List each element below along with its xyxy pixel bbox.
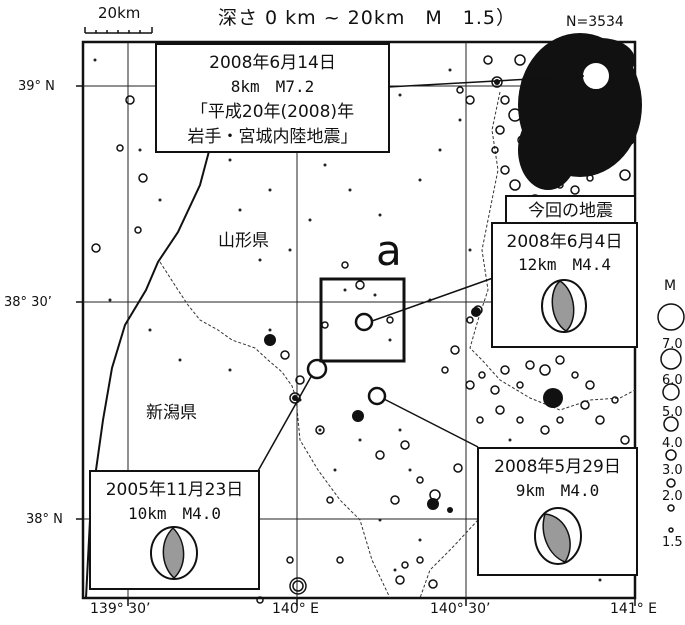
prefecture-border-yamagata-niigata [159,261,297,399]
region-a-label: a [376,226,402,275]
prefecture-yamagata: 山形県 [218,231,269,251]
callout-nov23-detail: 10km M4.0 [127,504,222,523]
magnitude-label-1-5: 1.5 [662,535,683,550]
magnitude-label-5: 5.0 [662,405,683,420]
prefecture-border-yamagata-miyagi [469,91,636,411]
callout-june4-detail: 12km M4.4 [517,255,612,274]
aftershock-cluster [518,33,642,190]
prefecture-niigata: 新潟県 [146,403,197,423]
lat-label-39n: 39° N [18,79,55,94]
focal-mechanism-june4-icon [541,279,587,333]
focal-mechanism-nov23-icon [150,526,198,580]
callout-nov23: 2005年11月23日 10km M4.0 [89,470,260,590]
callout-iwate-miyagi-date: 2008年6月14日 [209,53,336,73]
magnitude-legend-title: M [664,278,677,294]
lat-label-38-30: 38° 30’ [4,295,52,310]
callout-may29-detail: 9km M4.0 [515,481,600,500]
callout-iwate-miyagi-name2: 岩手・宮城内陸地震」 [187,127,358,147]
event-count: N=3534 [566,14,624,30]
lat-label-38n: 38° N [26,512,63,527]
epicenter-nov23 [306,358,328,380]
scale-bar [84,27,153,34]
axis-ticks [76,85,636,606]
callout-june4-date: 2008年6月4日 [506,232,623,252]
lon-label-141e: 141° E [610,601,658,617]
callout-june4: 2008年6月4日 12km M4.4 [491,222,638,348]
lon-label-140e: 140° E [272,601,320,617]
focal-mechanism-may29-icon [534,507,582,565]
magnitude-label-2: 2.0 [662,489,683,504]
lon-label-140-30: 140° 30’ [430,601,491,617]
magnitude-label-3: 3.0 [662,463,683,478]
lon-label-139-30: 139° 30’ [90,601,151,617]
callout-iwate-miyagi-name: 「平成20年(2008)年 [190,102,355,122]
prefecture-border-south [295,397,391,599]
prefecture-border-southeast [419,519,479,599]
magnitude-label-4: 4.0 [662,436,683,451]
magnitude-label-6: 6.0 [662,373,683,388]
callout-nov23-date: 2005年11月23日 [105,480,244,500]
scale-label: 20km [98,4,141,22]
epicenter-june4 [354,312,374,332]
epicenter-may29 [367,386,387,406]
map-title: 深さ 0 km ~ 20km M 1.5） [218,7,516,29]
region-a-box [319,277,406,363]
callout-may29-date: 2008年5月29日 [494,457,621,477]
magnitude-label-7: 7.0 [662,337,683,352]
callout-iwate-miyagi-detail: 8km M7.2 [230,77,315,96]
leader-lines [257,75,585,472]
this-quake-tag: 今回の地震 [505,195,636,227]
callout-iwate-miyagi: 2008年6月14日 8km M7.2 「平成20年(2008)年 岩手・宮城内… [155,43,390,153]
callout-may29: 2008年5月29日 9km M4.0 [477,447,638,576]
magnitude-legend-circles [657,303,685,533]
epicenter-dots [93,58,622,582]
